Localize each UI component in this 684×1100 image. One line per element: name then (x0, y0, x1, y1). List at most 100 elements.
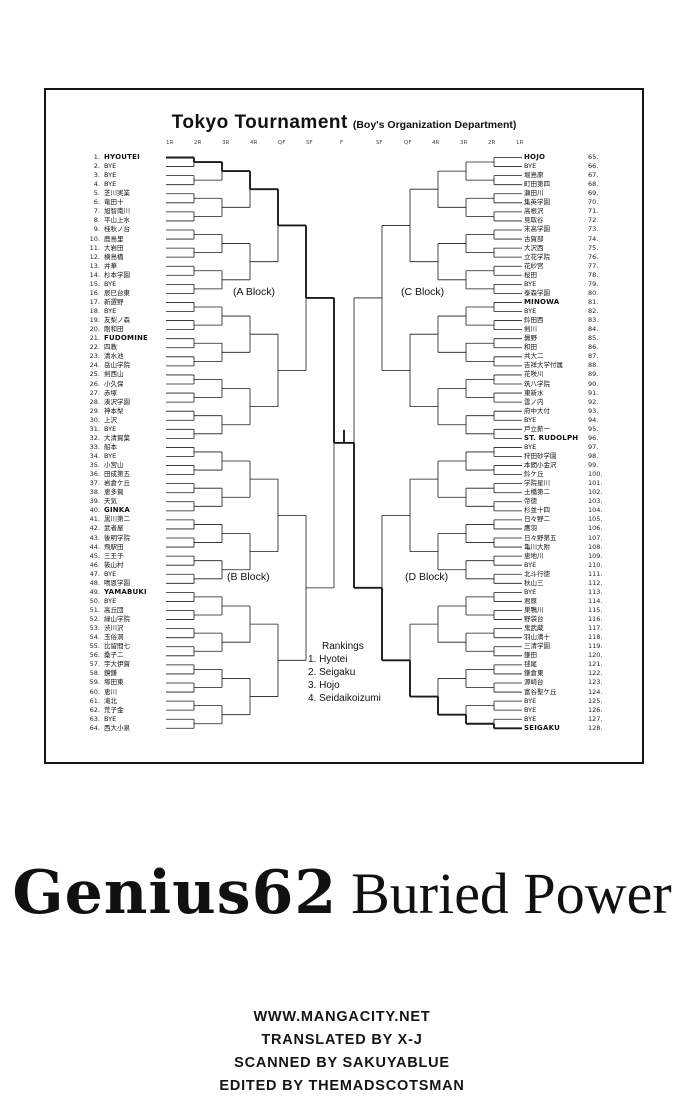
bracket-entry-number: 106. (588, 524, 603, 533)
bracket-entry-name: 滝北 (104, 696, 117, 705)
bracket-entry: 53.渋川沢 (76, 624, 164, 633)
bracket-entry-number: 38. (89, 488, 100, 497)
bracket-entry-name: BYE (104, 424, 117, 433)
bracket-entry: 57. 宇大伊賀 (76, 660, 164, 669)
bracket-entry: 44.飛駅田 (76, 543, 164, 552)
bracket-entry-number: 49. (89, 587, 100, 596)
bracket-entry-name: 立花学院 (524, 252, 550, 261)
bracket-entry: 13.井華 (76, 262, 164, 271)
bracket-entry-number: 45. (89, 551, 100, 560)
bracket-entry-name: 宇大伊賀 (104, 660, 130, 669)
bracket-entry: 25.剣西山 (76, 370, 164, 379)
bracket-entry-number: 102. (588, 488, 603, 497)
bracket-entry-name: 芝川実業 (104, 189, 130, 198)
bracket-entry-name: 府中大付 (524, 406, 550, 415)
bracket-entry-number: 104. (588, 506, 603, 515)
bracket-entry: 40.GINKA (76, 506, 164, 515)
bracket-entry-name: BYE (104, 569, 117, 578)
bracket-entry-number: 109. (588, 551, 603, 560)
ranking-item: 4. Seidaikoizumi (308, 693, 381, 704)
bracket-entry-number: 31. (89, 424, 100, 433)
bracket-entry-number: 21. (89, 334, 100, 343)
bracket-entry: 54.玉俗洞 (76, 633, 164, 642)
round-label: 3R (460, 140, 468, 146)
bracket-entry-number: 59. (89, 678, 100, 687)
bracket-entry-number: 10. (89, 234, 100, 243)
bracket-entry-number: 16. (89, 288, 100, 297)
bracket-entry-number: 92. (588, 397, 599, 406)
ranking-item: 1. Hyotei (308, 654, 348, 665)
bracket-entry-name: 堀島原 (524, 171, 544, 180)
bracket-entry: 17.新選野 (76, 298, 164, 307)
bracket-entry-number: 99. (588, 461, 599, 470)
bracket-entry-name: 羽山満十 (524, 633, 550, 642)
bracket-entry-number: 125. (588, 696, 603, 705)
round-label: 3R (222, 140, 230, 146)
bracket-entry-number: 115. (588, 606, 603, 614)
bracket-entry-name: 塚田東 (104, 678, 124, 687)
bracket-entry-number: 57. (89, 660, 100, 669)
bracket-entry-number: 118. (588, 633, 603, 642)
bracket-entry: 3.BYE (76, 171, 164, 180)
bracket-entry: 55.比留間七 (76, 642, 164, 651)
bracket-entry-name: 恵多賀 (104, 488, 124, 497)
bracket-entry: 羽山満十 118. (524, 633, 636, 642)
bracket-entry-name: 剣川 (524, 325, 537, 334)
bracket-entry-number: 43. (89, 533, 100, 542)
bracket-entry: 34.BYE (76, 452, 164, 461)
bracket-entry-name: 大岩田 (104, 243, 124, 252)
bracket-entry-number: 126. (588, 705, 603, 714)
bracket-entry-name: 剛和田 (104, 325, 124, 334)
bracket-entry-name: GINKA (104, 506, 131, 515)
bracket-entry-number: 25. (89, 370, 100, 379)
bracket-entry-name: 北斗行徳 (524, 569, 550, 578)
bracket-entry-number: 110. (588, 560, 603, 569)
bracket-entry-number: 67. (588, 171, 599, 180)
bracket-entry-number: 55. (89, 642, 100, 651)
bracket-entry-number: 82. (588, 307, 599, 316)
bracket-entry: 33.船本 (76, 443, 164, 452)
bracket-entry-number: 61. (89, 696, 100, 705)
bracket-entry-name: 鎌倉東 (524, 669, 544, 678)
bracket-entry-name: FUDOMINE (104, 334, 149, 343)
bracket-entry-name: BYE (104, 307, 117, 316)
round-label: 2R (488, 140, 496, 146)
tournament-title: Tokyo Tournament(Boy's Organization Depa… (46, 112, 642, 134)
block-label-a: (A Block) (230, 286, 279, 298)
bracket-entry: 32.大清賀葉 (76, 434, 164, 443)
round-label: 4R (250, 140, 258, 146)
bracket-entry-number: 120. (588, 651, 603, 660)
bracket-entry-name: BYE (104, 451, 117, 460)
bracket-entry-number: 19. (89, 316, 100, 325)
bracket-entry-number: 17. (89, 297, 100, 306)
bracket-entry-name: 瀬田川 (524, 189, 544, 198)
bracket-entry-name: 集英学園 (524, 198, 550, 207)
bracket-entry-number: 4. (93, 180, 100, 189)
credit-line: EDITED BY THEMADSCOTSMAN (219, 1078, 465, 1094)
round-label: F (340, 140, 344, 146)
bracket-entry-name: ST. RUDOLPH (524, 433, 579, 442)
rankings-title: Rankings (322, 641, 364, 652)
bracket-entry: 38. 恵多賀 (76, 488, 164, 497)
